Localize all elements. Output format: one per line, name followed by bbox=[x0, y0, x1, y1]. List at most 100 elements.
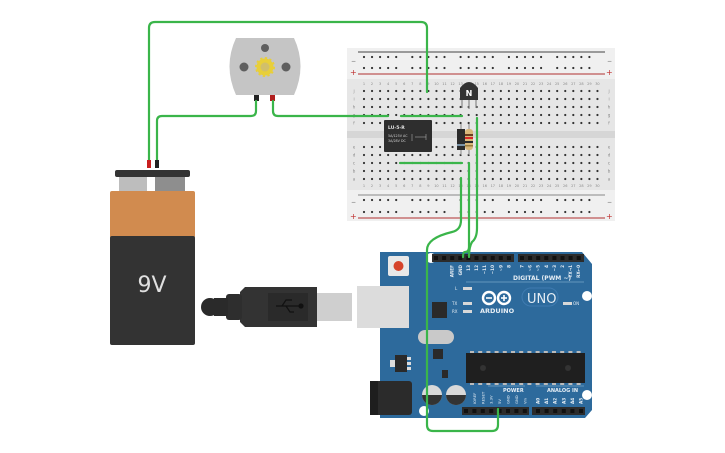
breadboard-hole[interactable] bbox=[451, 105, 454, 109]
breadboard-hole[interactable] bbox=[499, 97, 502, 101]
breadboard-hole[interactable] bbox=[411, 177, 414, 181]
power-rail-hole[interactable] bbox=[580, 66, 583, 70]
digital-header-left[interactable] bbox=[432, 254, 514, 262]
power-rail-hole[interactable] bbox=[379, 55, 382, 59]
power-rail-hole[interactable] bbox=[362, 55, 366, 59]
breadboard-hole[interactable] bbox=[419, 105, 422, 109]
breadboard-hole[interactable] bbox=[411, 97, 414, 101]
power-rail-hole[interactable] bbox=[580, 198, 583, 202]
breadboard-hole[interactable] bbox=[483, 113, 486, 117]
breadboard-hole[interactable] bbox=[540, 97, 543, 101]
breadboard-hole[interactable] bbox=[572, 177, 575, 181]
breadboard-hole[interactable] bbox=[443, 121, 446, 125]
breadboard-hole[interactable] bbox=[596, 153, 599, 157]
breadboard-hole[interactable] bbox=[499, 169, 502, 173]
breadboard-hole[interactable] bbox=[467, 113, 470, 117]
breadboard-hole[interactable] bbox=[540, 89, 543, 93]
power-rail-hole[interactable] bbox=[362, 210, 366, 214]
breadboard-hole[interactable] bbox=[572, 97, 575, 101]
wire-motor-to-relay[interactable] bbox=[271, 99, 390, 118]
breadboard-hole[interactable] bbox=[387, 97, 390, 101]
breadboard-hole[interactable] bbox=[507, 97, 510, 101]
usb-socket[interactable] bbox=[357, 286, 409, 328]
power-rail-hole[interactable] bbox=[556, 210, 559, 214]
power-rail-hole[interactable] bbox=[483, 210, 486, 214]
breadboard-hole[interactable] bbox=[419, 177, 422, 181]
breadboard-hole[interactable] bbox=[427, 177, 430, 181]
header-pin[interactable] bbox=[536, 256, 541, 260]
breadboard-hole[interactable] bbox=[411, 89, 414, 93]
breadboard-hole[interactable] bbox=[572, 105, 575, 109]
breadboard-hole[interactable] bbox=[580, 169, 583, 173]
header-pin[interactable] bbox=[472, 409, 477, 413]
breadboard-hole[interactable] bbox=[370, 169, 374, 173]
breadboard-hole[interactable] bbox=[419, 97, 422, 101]
header-pin[interactable] bbox=[506, 256, 511, 260]
breadboard-hole[interactable] bbox=[443, 145, 446, 149]
breadboard-hole[interactable] bbox=[588, 145, 591, 149]
breadboard-hole[interactable] bbox=[548, 177, 551, 181]
breadboard-hole[interactable] bbox=[379, 89, 382, 93]
power-rail-hole[interactable] bbox=[572, 55, 575, 59]
power-rail-hole[interactable] bbox=[475, 66, 478, 70]
breadboard-hole[interactable] bbox=[403, 153, 406, 157]
breadboard-hole[interactable] bbox=[395, 153, 398, 157]
power-rail-hole[interactable] bbox=[419, 210, 422, 214]
breadboard-hole[interactable] bbox=[507, 145, 510, 149]
power-rail-hole[interactable] bbox=[531, 198, 535, 202]
breadboard-hole[interactable] bbox=[403, 105, 406, 109]
breadboard-hole[interactable] bbox=[362, 89, 366, 93]
breadboard-hole[interactable] bbox=[572, 153, 575, 157]
breadboard-hole[interactable] bbox=[395, 113, 398, 117]
breadboard-hole[interactable] bbox=[564, 113, 567, 117]
power-header[interactable] bbox=[462, 407, 529, 415]
breadboard-hole[interactable] bbox=[564, 121, 567, 125]
breadboard-hole[interactable] bbox=[548, 97, 551, 101]
power-rail-hole[interactable] bbox=[379, 198, 382, 202]
power-rail-hole[interactable] bbox=[507, 198, 510, 202]
breadboard-hole[interactable] bbox=[362, 145, 366, 149]
breadboard-hole[interactable] bbox=[459, 105, 462, 109]
breadboard-hole[interactable] bbox=[588, 105, 591, 109]
breadboard-hole[interactable] bbox=[491, 121, 494, 125]
breadboard-hole[interactable] bbox=[451, 153, 454, 157]
breadboard-hole[interactable] bbox=[572, 161, 575, 165]
breadboard-hole[interactable] bbox=[596, 121, 599, 125]
breadboard-hole[interactable] bbox=[548, 105, 551, 109]
breadboard-hole[interactable] bbox=[531, 97, 535, 101]
power-rail-hole[interactable] bbox=[427, 210, 430, 214]
breadboard-hole[interactable] bbox=[483, 89, 486, 93]
breadboard-hole[interactable] bbox=[435, 145, 438, 149]
dc-motor[interactable] bbox=[229, 38, 301, 101]
breadboard-hole[interactable] bbox=[451, 145, 454, 149]
breadboard-hole[interactable] bbox=[556, 177, 559, 181]
wires[interactable] bbox=[147, 20, 500, 433]
header-pin[interactable] bbox=[560, 256, 565, 260]
breadboard-hole[interactable] bbox=[395, 105, 398, 109]
header-pin[interactable] bbox=[450, 256, 455, 260]
relay[interactable]: LU-5-R 5A/125V AC 3A/28V DC bbox=[384, 120, 432, 152]
breadboard-hole[interactable] bbox=[387, 169, 390, 173]
breadboard-hole[interactable] bbox=[403, 169, 406, 173]
breadboard-hole[interactable] bbox=[483, 169, 486, 173]
power-rail-hole[interactable] bbox=[580, 55, 583, 59]
power-rail-hole[interactable] bbox=[370, 66, 374, 70]
breadboard-hole[interactable] bbox=[395, 97, 398, 101]
breadboard-hole[interactable] bbox=[564, 177, 567, 181]
breadboard-hole[interactable] bbox=[588, 97, 591, 101]
breadboard-hole[interactable] bbox=[580, 121, 583, 125]
dc-power-jack[interactable] bbox=[370, 381, 412, 415]
breadboard-hole[interactable] bbox=[427, 97, 430, 101]
breadboard-hole[interactable] bbox=[523, 169, 527, 173]
breadboard-hole[interactable] bbox=[556, 113, 559, 117]
breadboard-hole[interactable] bbox=[499, 121, 502, 125]
breadboard-hole[interactable] bbox=[387, 153, 390, 157]
breadboard-hole[interactable] bbox=[540, 145, 543, 149]
breadboard-hole[interactable] bbox=[588, 161, 591, 165]
breadboard-hole[interactable] bbox=[435, 169, 438, 173]
power-rail-hole[interactable] bbox=[370, 198, 374, 202]
breadboard-hole[interactable] bbox=[379, 169, 382, 173]
power-rail-hole[interactable] bbox=[370, 55, 374, 59]
breadboard-hole[interactable] bbox=[491, 89, 494, 93]
header-pin[interactable] bbox=[576, 256, 581, 260]
